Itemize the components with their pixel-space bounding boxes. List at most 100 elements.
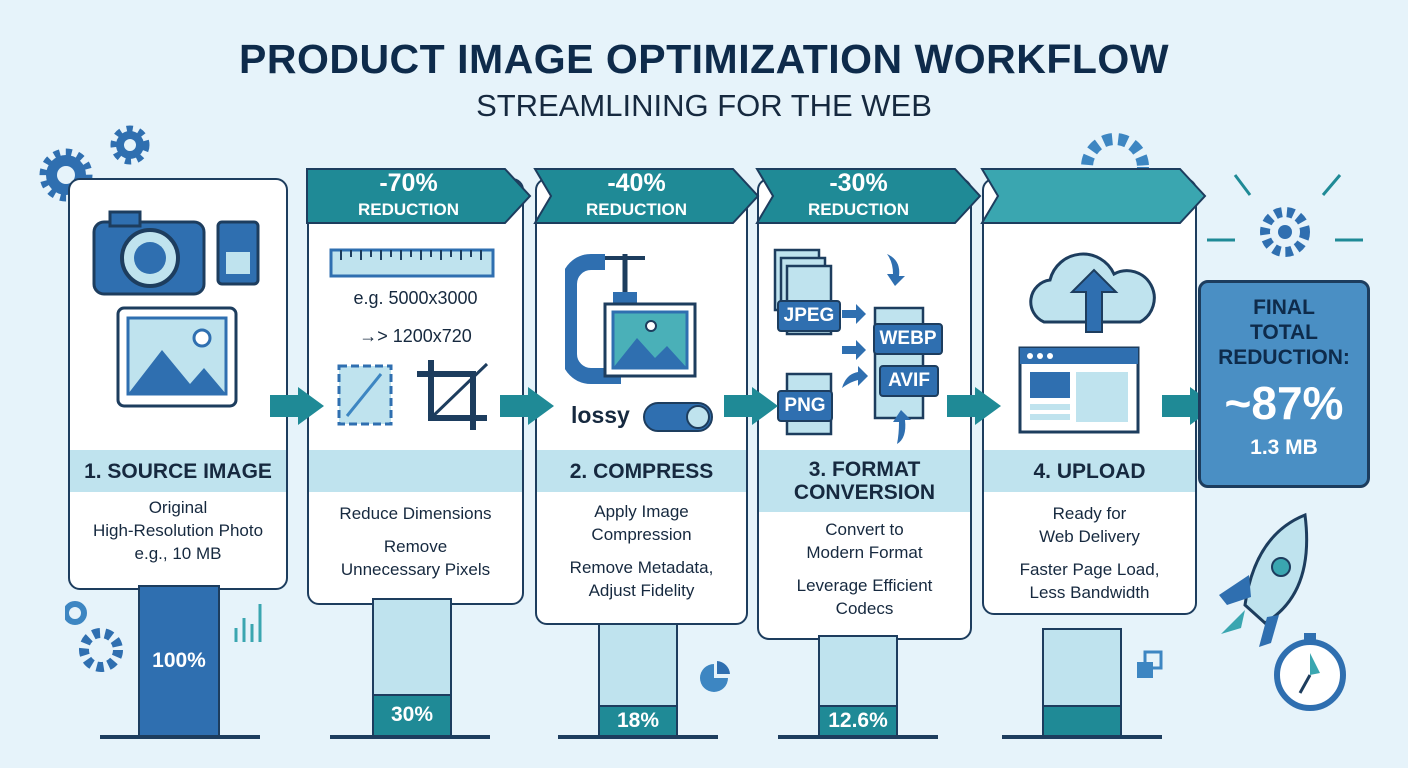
step-description: Ready for Web Delivery Faster Page Load,… [988,502,1191,604]
reduction-percent: -30% [829,169,888,197]
desc-line: High-Resolution Photo [92,521,264,540]
bar-value: 12.6% [828,709,888,732]
reduction-label: REDUCTION [807,200,910,219]
gear-icon [65,601,123,672]
bar-baseline [558,735,718,739]
gear-spark-icon [1207,174,1363,257]
example-to: →> 1200x720 [359,326,472,346]
ruler-icon [329,248,495,278]
rocket-icon [1219,512,1346,711]
camera-icon [92,210,260,408]
desc-line: Adjust Fidelity [588,581,695,600]
desc-line: Compression [591,525,692,544]
toggle-label: lossy [571,402,630,428]
crop-icon [417,360,489,430]
bar-value: 100% [152,649,206,672]
desc-line: Reduce Dimensions [339,504,492,523]
desc-line: Remove Metadata, [569,558,714,577]
page-title: PRODUCT IMAGE OPTIMIZATION WORKFLOW [238,36,1170,82]
desc-line: Faster Page Load, [1019,560,1160,579]
bar-baseline [1002,735,1162,739]
bar-fill: 30% [374,693,450,735]
step-label: 3. FORMAT CONVERSION [759,450,970,512]
file-conversion-icon [773,248,925,444]
reduction-label: REDUCTION [585,200,688,219]
example-from: e.g. 5000x3000 [353,288,478,308]
flow-arrow-icon [724,387,778,425]
lossy-toggle[interactable] [643,402,713,432]
step-label: 4. UPLOAD [984,450,1195,492]
step-label: 1. SOURCE IMAGE [70,450,286,492]
reduction-label: REDUCTION [357,200,460,219]
size-bar [1042,628,1122,735]
final-reduction-box: FINAL TOTAL REDUCTION: ~87% 1.3 MB [1198,280,1370,488]
final-label: FINAL [1253,296,1315,319]
final-size: 1.3 MB [1250,436,1318,459]
reduction-percent: -70% [379,169,438,197]
step-description: Convert to Modern Format Leverage Effici… [763,518,966,620]
format-tag-avif: AVIF [879,365,939,397]
step-label: 2. COMPRESS [537,450,746,492]
page-subtitle: STREAMLINING FOR THE WEB [476,88,932,123]
gear-icon [1081,133,1149,175]
step-description: Original High-Resolution Photo e.g., 10 … [74,496,282,565]
size-bar: 18% [598,623,678,735]
desc-line: Convert to [825,520,904,539]
step-panel-format-conversion: JPEG PNG WEBP AVIF 3. FORMAT CONVERSION … [757,178,972,640]
resize-icon [337,360,489,430]
desc-line: Unnecessary Pixels [340,560,491,579]
pie-chart-icon [700,661,730,692]
desc-line: Codecs [835,599,894,618]
reduction-percent: -40% [607,169,666,197]
bar-chart-icon [234,604,262,642]
step-panel-compress: lossy 2. COMPRESS Apply Image Compressio… [535,178,748,625]
bar-baseline [100,735,260,739]
format-tag-webp: WEBP [873,323,943,355]
flow-arrow-icon [500,387,554,425]
browser-icon [1018,346,1140,434]
desc-line: Remove [383,537,448,556]
bar-baseline [330,735,490,739]
desc-line: Less Bandwidth [1029,583,1150,602]
flow-arrow-icon [947,387,1001,425]
stopwatch-icon [1274,633,1346,711]
step-label [309,450,522,492]
cloud-upload-icon [1018,252,1156,434]
format-tag-png: PNG [777,390,833,422]
step-panel-resize: e.g. 5000x3000 →> 1200x720 Reduce Dimens… [307,178,524,605]
desc-line: Original [148,498,208,517]
desc-line: Web Delivery [1039,527,1140,546]
reduction-banner: -40% REDUCTION [533,167,760,225]
final-label: REDUCTION: [1218,346,1350,369]
desc-line: Modern Format [806,543,923,562]
flow-arrow-icon [270,387,324,425]
size-bar: 100% [138,585,220,735]
bar-baseline [778,735,938,739]
step-panel-source-image: 1. SOURCE IMAGE Original High-Resolution… [68,178,288,590]
bar-value: 18% [616,709,660,732]
step-description: Apply Image Compression Remove Metadata,… [541,500,742,602]
step-description: Reduce Dimensions Remove Unnecessary Pix… [313,502,518,581]
bar-fill: 18% [600,705,676,735]
upload-banner [980,167,1207,225]
copy-icon [1137,650,1163,678]
bar-fill: 100% [140,587,218,735]
reduction-banner: -30% REDUCTION [755,167,982,225]
size-bar: 12.6% [818,635,898,735]
clamp-icon [565,254,697,384]
desc-line: Leverage Efficient [796,576,933,595]
desc-line: Ready for [1052,504,1127,523]
bar-value: 30% [390,703,434,727]
format-tag-jpeg: JPEG [777,300,841,332]
size-bar: 30% [372,598,452,735]
gear-icon [39,125,150,202]
bar-fill: 12.6% [820,705,896,735]
bar-fill [1044,705,1120,735]
desc-line: e.g., 10 MB [134,544,222,563]
desc-line: Apply Image [594,502,689,521]
image-icon [116,306,238,408]
step-panel-upload: 4. UPLOAD Ready for Web Delivery Faster … [982,178,1197,615]
reduction-banner: -70% REDUCTION [305,167,532,225]
final-label: TOTAL [1249,321,1319,344]
final-percent: ~87% [1224,377,1344,429]
